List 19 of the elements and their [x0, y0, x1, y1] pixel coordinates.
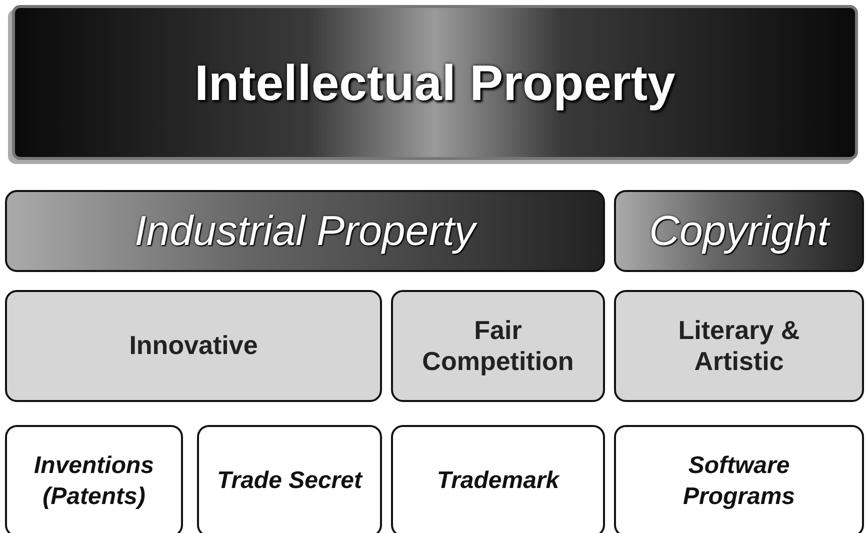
category-band: [5, 190, 605, 272]
item-box: [197, 425, 382, 533]
item-label: Trade Secret: [217, 466, 362, 496]
category-label: Fair Competition: [421, 314, 575, 378]
category-label: Literary & Artistic: [677, 314, 801, 378]
category-box: [614, 290, 864, 402]
category-box: [5, 290, 382, 402]
category-heading: Copyright: [649, 207, 829, 255]
item-label: Trademark: [436, 466, 560, 496]
item-label: Inventions (Patents): [32, 450, 155, 512]
item-label: Software Programs: [682, 450, 796, 512]
category-label: Innovative: [129, 330, 258, 362]
category-box: [391, 290, 605, 402]
item-box: [614, 425, 864, 533]
item-box: [391, 425, 605, 533]
item-box: [5, 425, 183, 533]
category-heading: Industrial Property: [134, 207, 476, 255]
category-band: [614, 190, 864, 272]
banner-heading: Intellectual Property: [194, 54, 676, 112]
